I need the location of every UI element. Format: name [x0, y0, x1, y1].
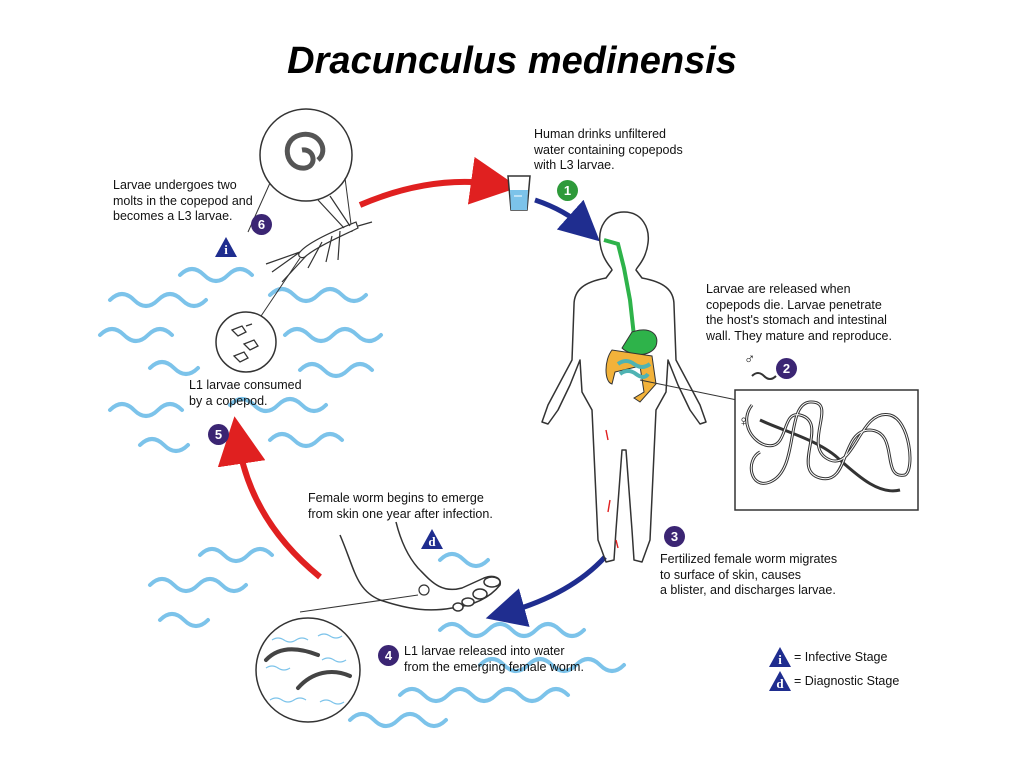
water-glass-icon — [507, 175, 531, 211]
larvae-circle-water — [265, 633, 347, 705]
blister — [418, 584, 430, 596]
legend-infective-letter: i — [778, 652, 782, 667]
copepod — [265, 195, 373, 283]
tiny-copepods — [230, 323, 259, 363]
arrow-1-to-2 — [534, 197, 600, 242]
arrow-4-to-5 — [217, 416, 322, 580]
arrow-3-to-4 — [485, 555, 607, 627]
step-2-text: Larvae are released when copepods die. L… — [706, 282, 892, 343]
diagnostic-stage-icon: d — [420, 528, 444, 550]
legend-diagnostic-label: = Diagnostic Stage — [794, 674, 900, 688]
adult-worms-drawing-inner — [746, 401, 911, 484]
step-5-badge: 5 — [208, 424, 229, 445]
callout-line-2 — [639, 379, 738, 401]
water-waves-lower — [148, 547, 626, 728]
emerge-text: Female worm begins to emerge from skin o… — [308, 491, 493, 521]
step-5-text: L1 larvae consumed by a copepod. — [189, 378, 302, 408]
step-4-text: L1 larvae released into water from the e… — [404, 644, 584, 674]
step-1-badge: 1 — [557, 180, 578, 201]
male-worm-icon — [751, 372, 777, 380]
arrow-6-to-1 — [358, 156, 519, 208]
infective-stage-letter: i — [224, 242, 228, 257]
diagnostic-stage-letter: d — [428, 534, 436, 549]
page-title: Dracunculus medinensis — [287, 40, 737, 82]
l1-larvae — [264, 647, 352, 690]
step-1-text: Human drinks unfiltered water containing… — [534, 127, 683, 172]
female-symbol: ♀ — [738, 413, 750, 430]
legend-infective-label: = Infective Stage — [794, 650, 888, 664]
step-3-text: Fertilized female worm migrates to surfa… — [660, 552, 838, 597]
water-waves-upper — [98, 267, 383, 453]
step-6-badge: 6 — [251, 214, 272, 235]
step-4-badge: 4 — [378, 645, 399, 666]
legend-infective-icon: i — [768, 646, 792, 668]
male-symbol: ♂ — [744, 351, 756, 368]
copepods-consuming-circle — [215, 311, 277, 373]
l1-larvae-circle — [255, 617, 361, 723]
step-2-badge: 2 — [776, 358, 797, 379]
infective-stage-icon: i — [214, 236, 238, 258]
coiled-larva — [284, 131, 326, 171]
worm-migration-marks — [605, 429, 619, 549]
foot — [339, 521, 502, 612]
step-6-text: Larvae undergoes two molts in the copepo… — [113, 178, 253, 223]
legend-diagnostic-letter: d — [776, 676, 784, 691]
human-body — [541, 211, 707, 563]
digestive-tract — [603, 238, 658, 403]
larva-in-copepod-circle — [259, 108, 353, 202]
legend-diagnostic-icon: d — [768, 670, 792, 692]
step-3-badge: 3 — [664, 526, 685, 547]
